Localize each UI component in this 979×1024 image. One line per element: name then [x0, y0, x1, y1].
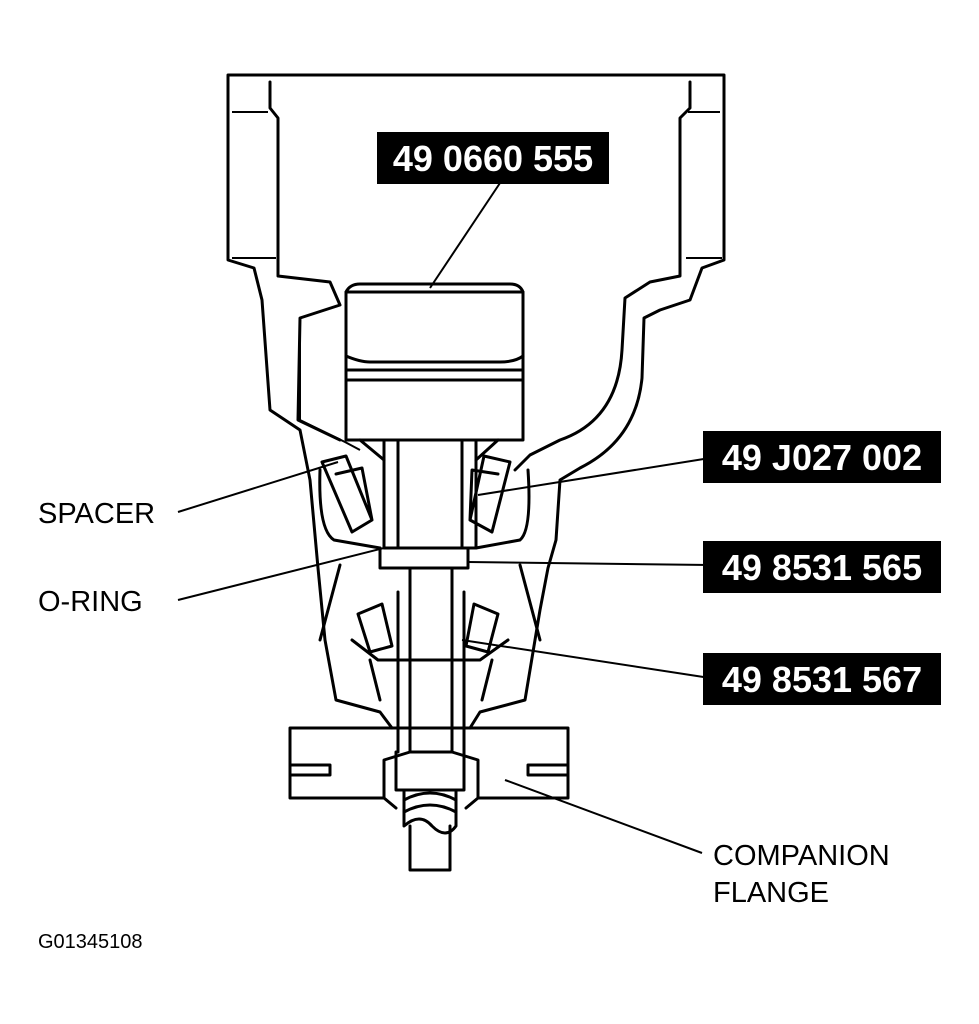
tag-49-8531-565-text: 49 8531 565	[722, 547, 922, 588]
leader-49-8531-565	[467, 561, 711, 566]
housing-inner-wall	[268, 80, 692, 472]
leader-companion-flange	[504, 779, 703, 854]
tag-49-0660-555-text: 49 0660 555	[393, 138, 593, 179]
label-flange: FLANGE	[713, 877, 829, 909]
label-companion: COMPANION	[713, 840, 890, 872]
tag-49-8531-565-bg	[703, 541, 941, 593]
label-o-ring: O-RING	[38, 586, 143, 618]
leader-spacer	[177, 461, 339, 513]
tag-49-j027-002-text: 49 J027 002	[722, 437, 922, 478]
tool-cylinder-ridges	[344, 282, 525, 382]
figure-id: G01345108	[38, 931, 143, 953]
leader-49-j027-002	[477, 457, 711, 496]
housing-outline	[226, 73, 726, 730]
tag-49-8531-567-bg	[703, 653, 941, 705]
label-spacer: SPACER	[38, 498, 155, 530]
lower-bearing	[318, 563, 542, 702]
threaded-end	[394, 750, 466, 872]
leader-o-ring	[177, 547, 385, 601]
tag-49-8531-567-text: 49 8531 567	[722, 659, 922, 700]
housing-inner-detail	[232, 111, 722, 451]
companion-flange	[288, 726, 570, 810]
leader-49-8531-567	[461, 639, 711, 679]
tag-49-j027-002-bg	[703, 431, 941, 483]
tool-cylinder-body	[344, 290, 525, 442]
upper-bearing	[318, 438, 531, 550]
pinion-shaft	[378, 438, 478, 754]
leader-49-0660-555	[429, 182, 501, 289]
tag-49-0660-555-bg	[377, 132, 609, 184]
